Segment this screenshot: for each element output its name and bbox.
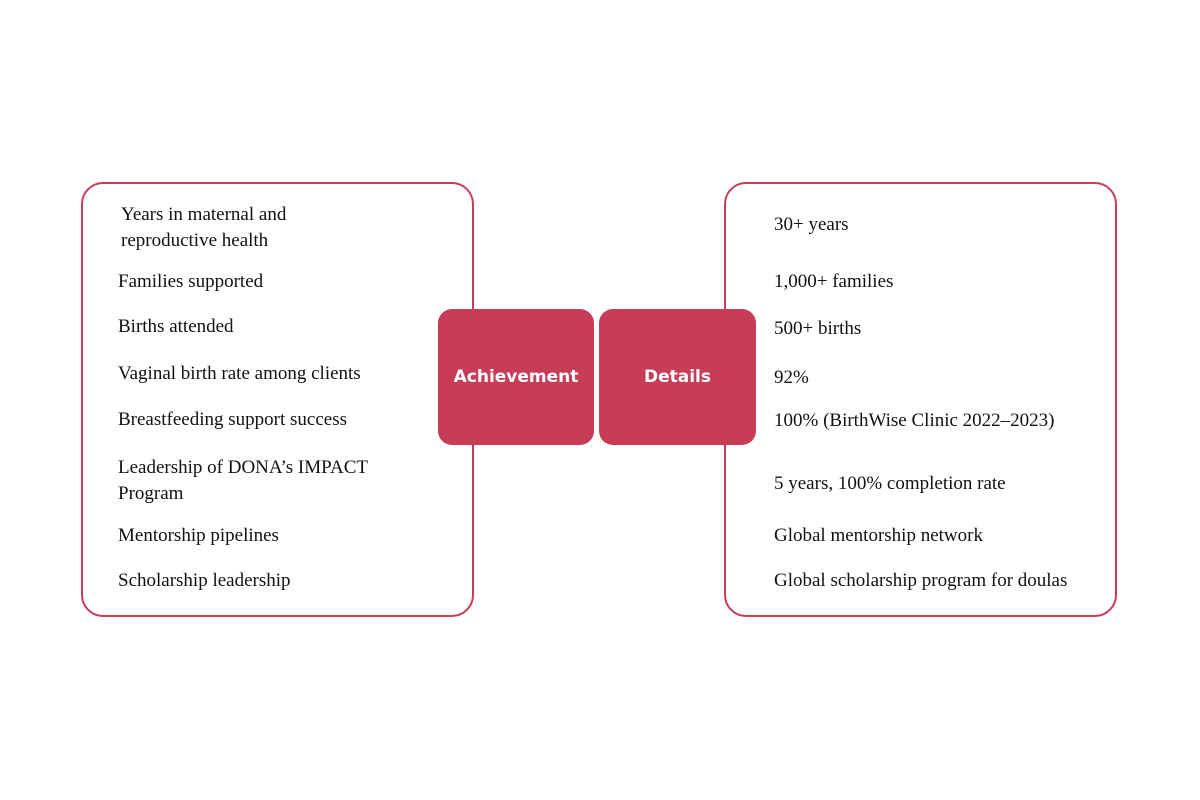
- achievement-item: Births attended: [118, 316, 234, 337]
- achievement-item: Leadership of DONA’s IMPACT Program: [118, 457, 368, 504]
- achievement-item: Years in maternal and reproductive healt…: [121, 204, 287, 251]
- detail-item: 500+ births: [774, 318, 862, 339]
- detail-item: Global mentorship network: [774, 525, 983, 546]
- achievement-item: Mentorship pipelines: [118, 525, 279, 546]
- detail-item: 92%: [774, 367, 809, 388]
- detail-item: 30+ years: [774, 214, 849, 235]
- detail-item: Global scholarship program for doulas: [774, 570, 1068, 591]
- details-panel: [724, 182, 1117, 617]
- achievement-header-box: Achievement: [438, 309, 594, 445]
- detail-item: 100% (BirthWise Clinic 2022–2023): [774, 410, 1055, 431]
- achievement-item: Breastfeeding support success: [118, 409, 347, 430]
- achievement-item: Families supported: [118, 271, 264, 292]
- detail-item: 5 years, 100% completion rate: [774, 473, 1006, 494]
- achievements-panel: [81, 182, 474, 617]
- achievement-item: Scholarship leadership: [118, 570, 291, 591]
- details-header-box: Details: [599, 309, 756, 445]
- achievement-item: Vaginal birth rate among clients: [118, 363, 361, 384]
- detail-item: 1,000+ families: [774, 271, 894, 292]
- achievement-header-label: Achievement: [453, 367, 579, 387]
- details-header-label: Details: [643, 367, 711, 387]
